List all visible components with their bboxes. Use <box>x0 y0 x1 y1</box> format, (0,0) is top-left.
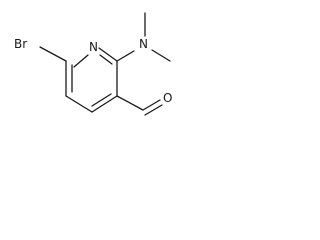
atom-label-o: O <box>163 91 172 105</box>
atom-label-br: Br <box>14 37 27 51</box>
atom-label-amine-n: N <box>139 37 148 51</box>
bond-n1-c2 <box>98 47 118 62</box>
bond-c3-cho <box>116 95 144 111</box>
bond-cho-o <box>142 99 161 111</box>
bond-cho-o-double <box>144 104 163 116</box>
bond-c2-namine <box>116 50 135 62</box>
atom-label-ring-n: N <box>89 40 98 54</box>
bond-namine-me2 <box>151 49 171 62</box>
bond-c6-br <box>39 46 67 62</box>
bond-c6-n1 <box>73 54 89 68</box>
bond-c4-c5 <box>65 95 93 113</box>
bond-c3-c4 <box>91 95 118 113</box>
molecule-structure: Br N N O <box>14 12 172 116</box>
bond-c3-c4-inner <box>91 93 112 107</box>
bond-n1-c2-inner <box>99 54 113 65</box>
